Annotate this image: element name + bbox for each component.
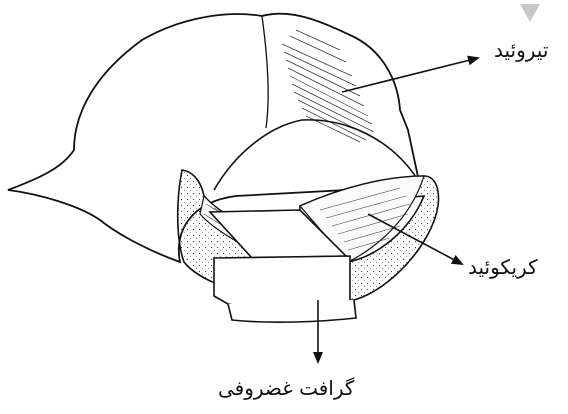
cartilage-graft-label: گرافت غضروفی — [218, 376, 354, 400]
thyroid-label: تیروئید — [494, 38, 548, 62]
corner-mark — [520, 4, 540, 22]
cricoid-label: کریکوئید — [468, 255, 538, 279]
